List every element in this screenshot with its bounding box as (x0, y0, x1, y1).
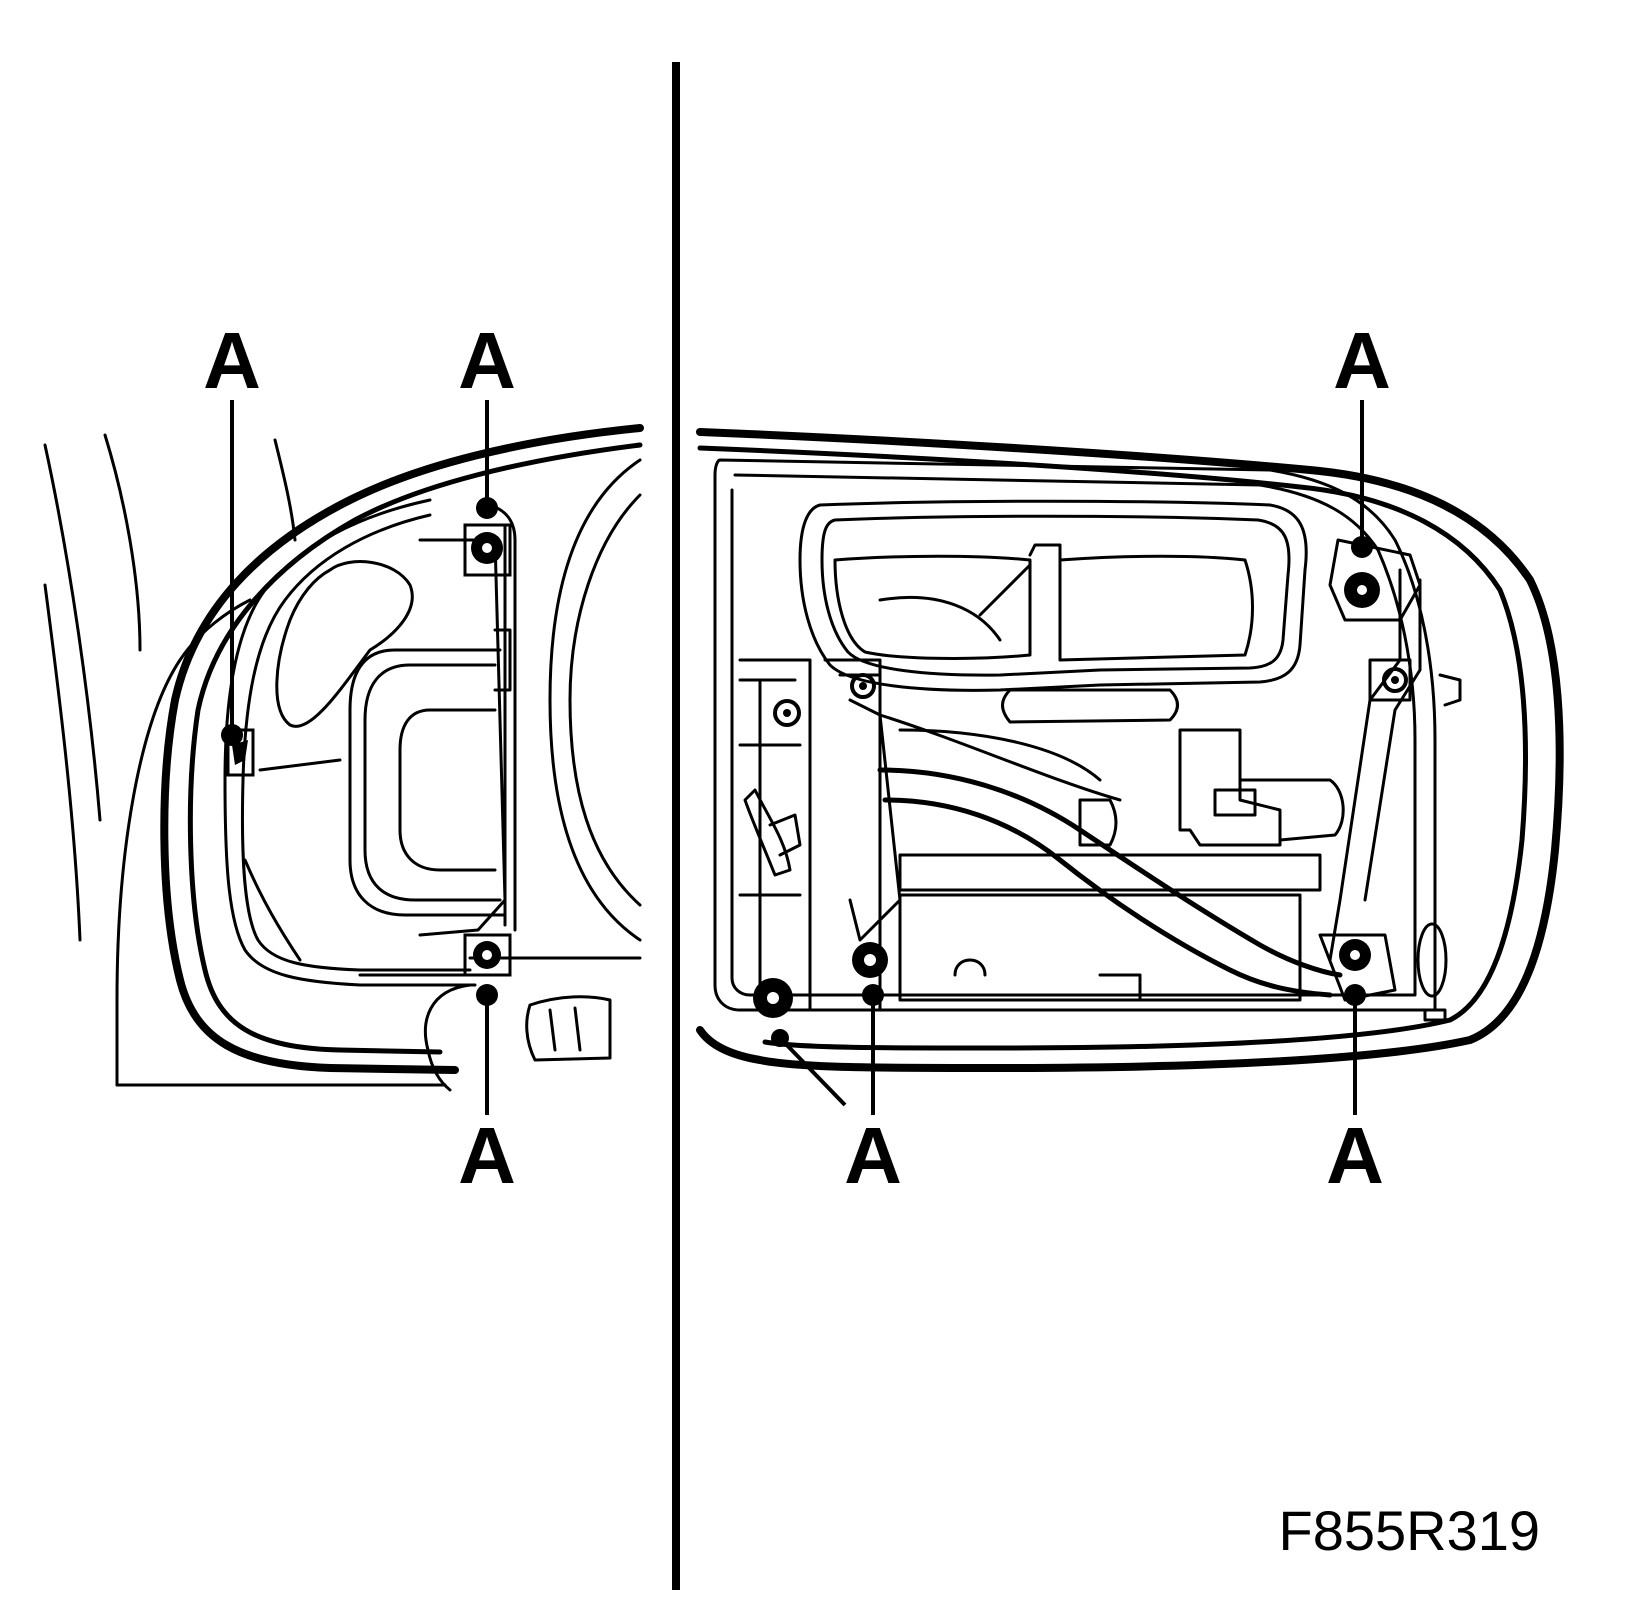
callout-left-top-screw: A (458, 316, 516, 519)
mount-bolt-upper-left (773, 699, 801, 727)
callout-right-second-column-screw: A (844, 984, 902, 1200)
callout-label: A (844, 1111, 902, 1200)
screw-left-top (463, 523, 512, 577)
mount-bolt-upper-second (850, 673, 876, 699)
screw-right-left-column (753, 978, 793, 1018)
callout-right-bottom-screw: A (1326, 984, 1384, 1200)
left-panel-mirror-housing (43, 424, 644, 1092)
screw-right-bottom (1318, 933, 1397, 1002)
screw-right-top (1328, 538, 1422, 622)
callout-right-top-screw: A (1333, 316, 1391, 558)
callout-label: A (458, 1111, 516, 1200)
mount-bolt-right-strap (1382, 667, 1408, 693)
screw-left-bottom (463, 933, 512, 977)
callout-label: A (1333, 316, 1391, 405)
callout-left-bottom-screw: A (458, 984, 516, 1200)
figure-id-label: F855R319 (1278, 1499, 1540, 1562)
callout-label: A (1326, 1111, 1384, 1200)
screw-right-second-column (852, 942, 888, 978)
callout-label: A (203, 316, 261, 405)
callout-left-side-clip: A (203, 316, 261, 746)
right-panel-housing-interior (696, 428, 1564, 1107)
callout-label: A (458, 316, 516, 405)
